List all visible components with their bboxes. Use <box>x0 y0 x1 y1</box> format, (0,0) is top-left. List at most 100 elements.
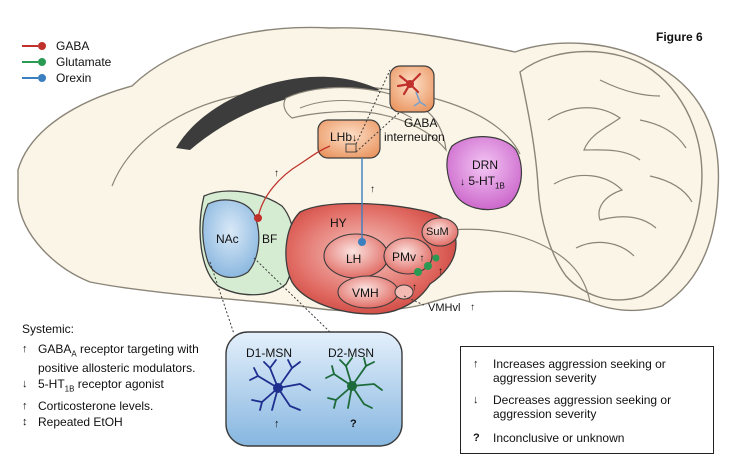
systemic-item: ↕ Repeated EtOH <box>22 415 222 429</box>
vmhvl-nucleus <box>394 284 414 300</box>
nac-label: NAc <box>216 232 239 246</box>
d2-effect: ? <box>350 418 357 430</box>
d1-soma <box>273 383 283 393</box>
cerebellum <box>519 50 703 301</box>
systemic-item-symbol: ↑ <box>22 343 28 355</box>
systemic-item-text: Repeated EtOH <box>38 414 123 429</box>
gaba-dot-swatch <box>38 42 46 50</box>
systemic-item-text-b: receptor agonist <box>74 377 164 392</box>
gaba-interneuron-box <box>389 65 435 113</box>
lhb-label: LHb↓ <box>330 130 357 144</box>
legend-glutamate: Glutamate <box>22 54 111 70</box>
glutamate-dot-swatch <box>38 58 46 66</box>
lhb-path-arrow: ↑ <box>274 168 279 179</box>
d2-neuron <box>325 357 383 409</box>
systemic-item: ↑ GABAA receptor targeting with positive… <box>22 342 222 375</box>
interneuron-axon <box>413 91 427 107</box>
glutamate-terminal-3 <box>432 254 440 262</box>
key-item: ↑ Increases aggression seeking or aggres… <box>473 357 699 385</box>
pmv-label: PMv ↑ <box>392 250 424 264</box>
zoom-line-top <box>355 69 391 145</box>
glutamate-line-swatch <box>22 61 38 63</box>
key-item: ? Inconclusive or unknown <box>473 431 699 445</box>
drn-label: DRN <box>472 158 498 172</box>
lhb-zoom-marker <box>345 143 357 153</box>
orexin-line-swatch <box>22 77 38 79</box>
cerebellum-folia <box>547 79 693 257</box>
systemic-item-symbol: ↓ <box>22 378 28 391</box>
drn-receptor-arrow: ↓ <box>460 177 465 188</box>
drn-receptor-text: 5-HT <box>468 174 496 188</box>
lhb-region <box>317 119 381 159</box>
legend-gaba-label: GABA <box>56 39 90 53</box>
systemic-item-sub: A <box>71 349 77 359</box>
zoom-line-bottom <box>355 111 401 153</box>
systemic-panel: Systemic: ↑ GABAA receptor targeting wit… <box>22 322 222 431</box>
gaba-interneuron-label-1: GABA <box>404 116 438 130</box>
key-item-symbol: ? <box>473 432 480 444</box>
lh-label: LH <box>346 252 362 266</box>
systemic-item-text: GABAA receptor targeting with positive a… <box>38 342 222 375</box>
d1-neuron <box>249 359 311 411</box>
brainstem <box>439 228 591 303</box>
orexin-path-arrow: ↑ <box>370 184 375 195</box>
key-box: ↑ Increases aggression seeking or aggres… <box>460 346 714 454</box>
drn-receptor-label: ↓ 5-HT1B <box>460 174 505 190</box>
orexin-dot-swatch <box>38 74 46 82</box>
pmv-arrow: ↑ <box>419 253 425 264</box>
legend-glutamate-label: Glutamate <box>56 55 112 69</box>
systemic-item-text: Corticosterone levels. <box>38 398 154 413</box>
vmhvl-label: VMHvl <box>428 302 461 314</box>
key-item-text: Decreases aggression seeking or aggressi… <box>493 393 672 421</box>
legend-gaba: GABA <box>22 38 89 54</box>
systemic-item: ↑ Corticosterone levels. <box>22 399 222 413</box>
sum-label: SuM <box>426 226 449 238</box>
hy-label: HY <box>330 216 347 230</box>
lhb-arrow: ↓ <box>352 133 358 144</box>
legend-orexin-label: Orexin <box>56 71 92 85</box>
gaba-terminal <box>254 214 262 222</box>
sum-nucleus <box>421 217 459 247</box>
msn-zoom-left <box>209 261 235 335</box>
d1-effect: ↑ <box>274 418 280 430</box>
glutamate-terminal-1 <box>414 268 422 276</box>
systemic-title: Systemic: <box>22 322 75 336</box>
orexin-terminal <box>358 238 366 246</box>
systemic-item-symbol: ↑ <box>22 399 28 412</box>
vmh-label: VMH <box>352 286 379 300</box>
key-item-symbol: ↑ <box>473 358 479 370</box>
legend-orexin: Orexin <box>22 70 91 86</box>
bf-label: BF <box>262 232 278 246</box>
gaba-line-swatch <box>22 45 38 47</box>
gaba-interneuron-label-2: interneuron <box>384 130 445 144</box>
key-item: ↓ Decreases aggression seeking or aggres… <box>473 393 699 421</box>
systemic-item: ↓ 5-HT1B receptor agonist <box>22 377 222 396</box>
systemic-item-sub: 1B <box>64 384 75 394</box>
msn-box <box>225 331 403 447</box>
systemic-item-text-b: receptor targeting with positive alloste… <box>38 342 199 376</box>
key-item-symbol: ↓ <box>473 394 479 406</box>
d2-soma <box>347 381 357 391</box>
nac-region <box>202 199 260 279</box>
key-item-text: Inconclusive or unknown <box>493 431 625 445</box>
figure-label: Figure 6 <box>656 30 703 44</box>
glutamate-terminal-2 <box>424 262 432 270</box>
lhb-text: LHb <box>330 130 353 144</box>
key-item-text: Increases aggression seeking or aggressi… <box>493 357 666 385</box>
corpus-callosum <box>176 76 380 150</box>
pmv-text: PMv <box>392 250 416 264</box>
vmhvl-arrow: ↑ <box>470 302 475 313</box>
vmhvl-pointer <box>403 295 427 307</box>
gaba-projection <box>257 145 331 219</box>
d2-msn-label: D2-MSN <box>328 346 375 360</box>
systemic-item-text-a: GABA <box>38 342 72 356</box>
pmv-nucleus <box>383 237 433 275</box>
interneuron-soma <box>406 80 414 88</box>
sum-arrow: ↑ <box>438 266 443 277</box>
pmv-lower-arrow: ↑ <box>412 282 417 293</box>
drn-receptor-sub: 1B <box>495 181 505 191</box>
systemic-item-text: 5-HT1B receptor agonist <box>38 377 164 396</box>
systemic-item-symbol: ↕ <box>22 415 28 428</box>
